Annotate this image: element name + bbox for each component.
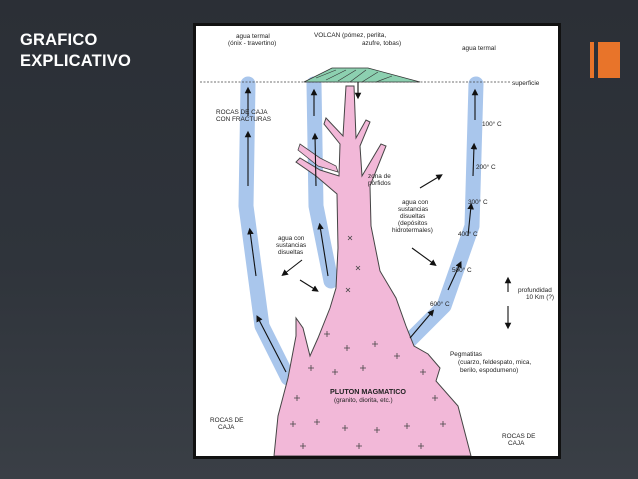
label-sustancias-left: sustancias [276,242,306,249]
pluton-texture [290,235,446,449]
label-profundidad: profundidad [518,287,552,294]
label-profundidad-value: 10 Km (?) [526,294,554,301]
label-temp-500: 500° C [452,266,472,274]
porphyry-branch [297,143,339,173]
label-pegmatitas-minerals-2: berilo, espodumeno) [460,367,518,374]
label-temp-300: 300° C [468,198,488,206]
label-pluton: PLUTON MAGMATICO [330,387,406,396]
accent-bar-thick [598,42,620,78]
label-disueltas-right: disueltas [400,213,425,220]
label-volcan-detail: azufre, tobas) [362,40,401,47]
label-agua-termal-right: agua termal [462,45,496,52]
volcano [303,67,421,83]
label-temp-100: 100° C [482,120,502,128]
label-caja-left: CAJA [218,424,235,431]
label-agua-con-left: agua con [278,235,305,242]
label-agua-termal-left: agua termal [236,33,270,40]
label-temp-400: 400° C [458,230,478,238]
label-porfidos: pórfidos [368,180,391,187]
label-pluton-rocks: (granito, diorita, etc.) [334,397,393,404]
label-caja-right: CAJA [508,440,525,447]
accent-bars [590,42,620,78]
label-sustancias-right: sustancias [398,206,428,213]
magma-pluton [273,85,472,456]
label-disueltas-left: disueltas [278,249,303,256]
label-volcan: VOLCAN (pómez, perlita, [314,32,386,39]
label-depositos: (depósitos [398,220,428,227]
label-zona: zona de [368,173,391,180]
label-temp-200: 200° C [476,163,496,171]
accent-bar-thin [590,42,594,78]
label-rocas-caja-right: ROCAS DE [502,433,535,440]
label-onix-travertino: (ónix - travertino) [228,40,276,47]
geology-diagram: agua termal (ónix - travertino) VOLCAN (… [193,23,561,459]
label-temp-600: 600° C [430,300,450,308]
label-pegmatitas: Pegmatitas [450,351,482,358]
flow-arrows [244,82,512,373]
label-rocas-caja-left: ROCAS DE [210,417,243,424]
slide-title: GRAFICO EXPLICATIVO [20,31,131,70]
label-pegmatitas-minerals-1: (cuarzo, feldespato, mica, [458,359,531,366]
label-con-fracturas: CON FRACTURAS [216,116,271,123]
label-hidrotermales: hidrotermales) [392,227,433,234]
label-agua-con-right: agua con [402,199,429,206]
label-superficie: superficie [512,80,540,87]
label-rocas-caja-fracturas: ROCAS DE CAJA [216,109,268,116]
diagram-svg: agua termal (ónix - travertino) VOLCAN (… [200,32,554,456]
